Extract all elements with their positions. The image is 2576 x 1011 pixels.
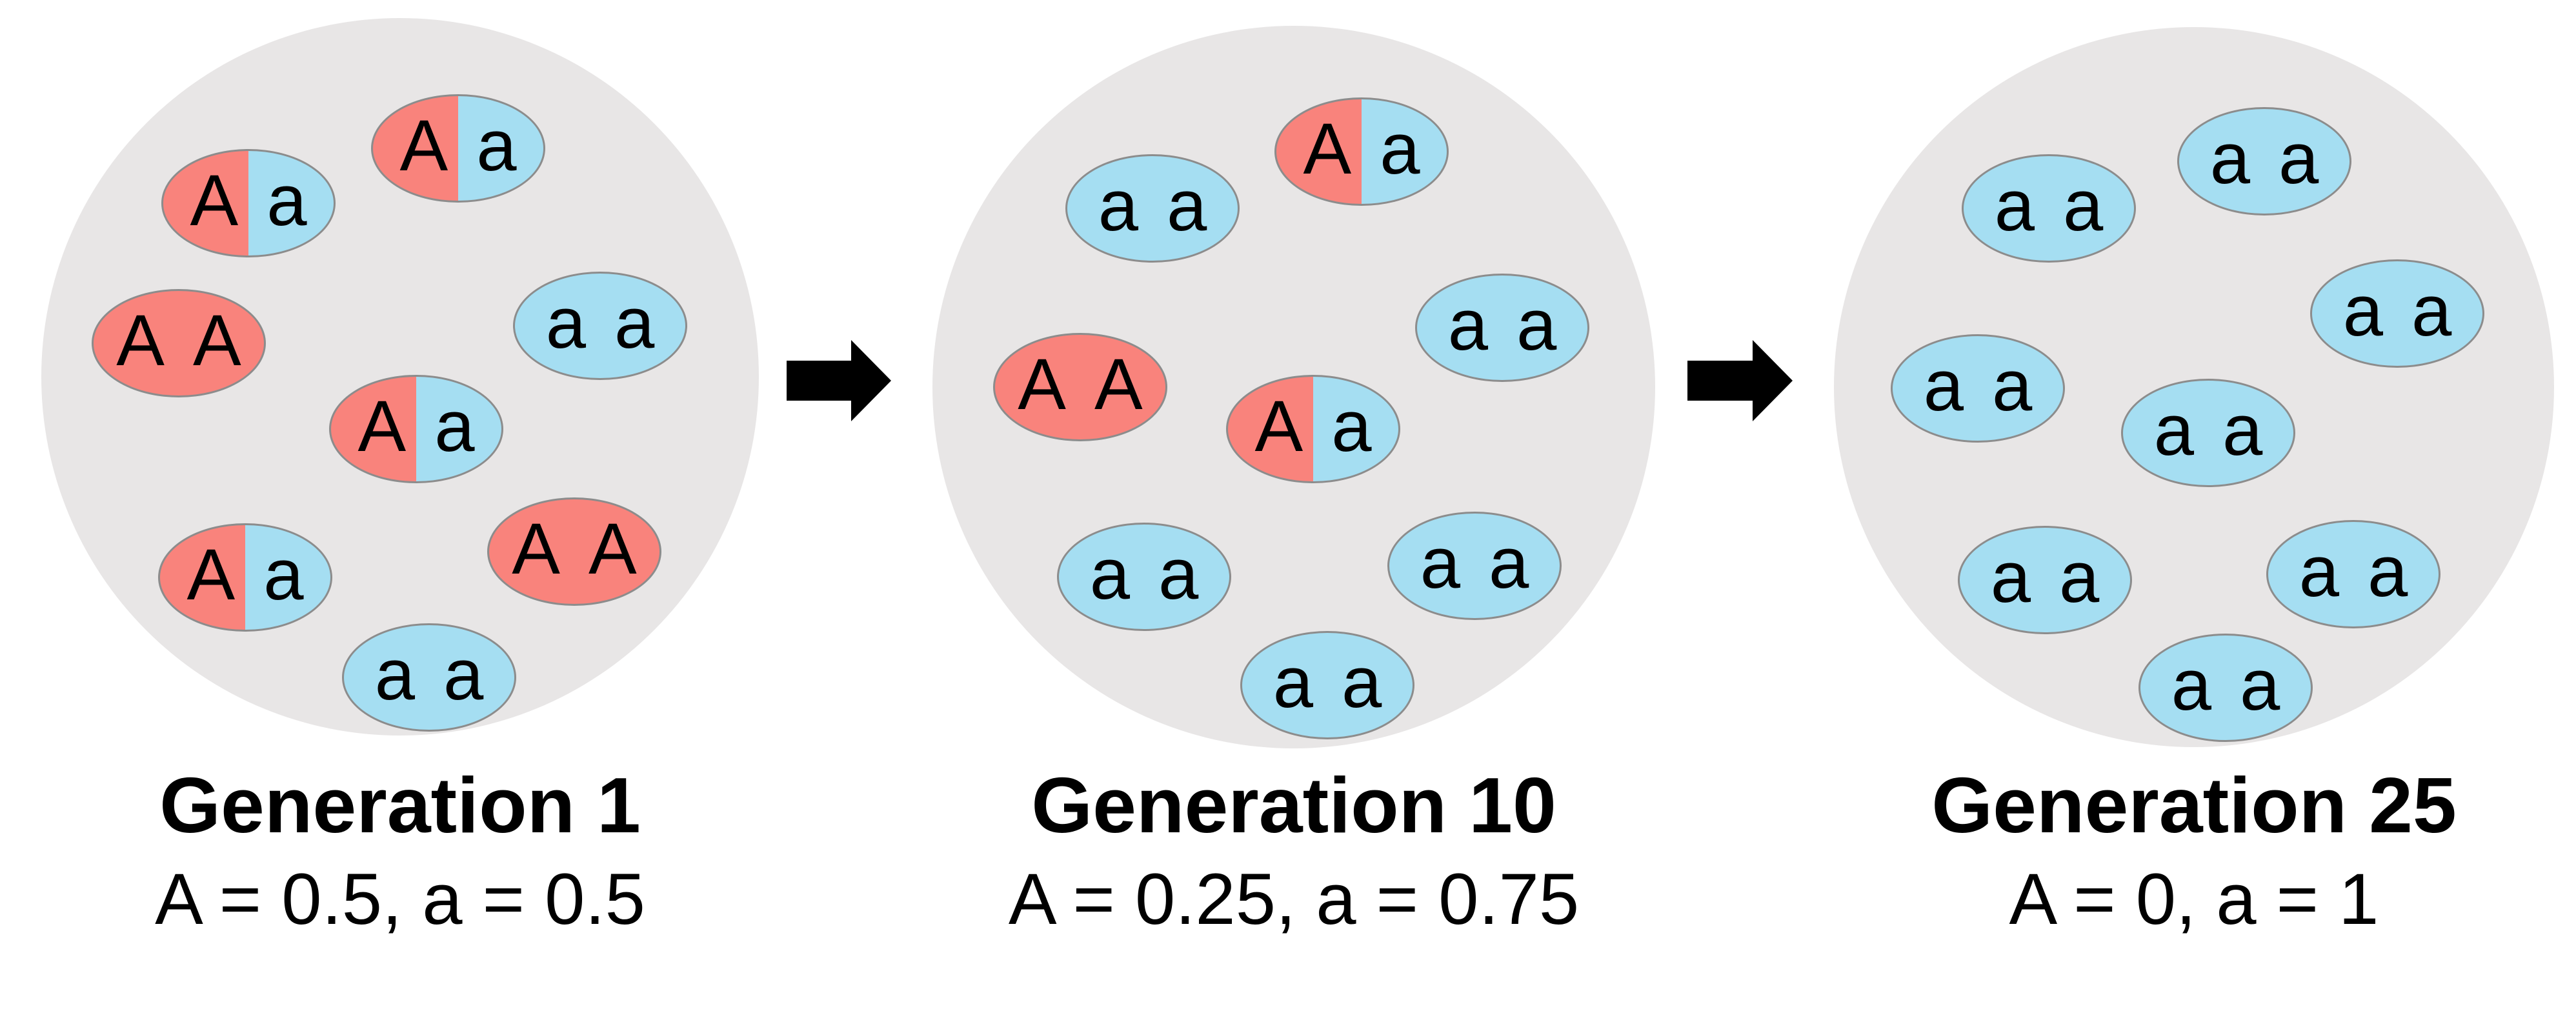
allele-label: a [2171,645,2211,725]
allele-label: a [2209,118,2250,199]
allele-frequency-label: A = 0, a = 1 [2009,859,2379,940]
allele-label: a [2059,537,2100,617]
allele-label: a [1420,523,1460,603]
allele-label: a [1447,285,1488,365]
right-arrow-icon [787,340,891,421]
allele-label: a [1089,534,1130,614]
allele-label: a [2240,645,2280,725]
allele-label: a [1923,345,1964,426]
allele-label: A [1094,344,1143,425]
allele-label: a [614,283,655,363]
allele-label: a [443,634,484,715]
generation-label: Generation 1 [159,761,641,849]
allele-label: a [1994,165,2035,246]
generation-label: Generation 25 [1931,761,2457,849]
allele-label: a [2342,270,2383,351]
allele-label: a [2063,165,2104,246]
allele-label: a [2279,118,2319,199]
allele-label: A [186,534,236,615]
allele-label: a [2368,531,2408,612]
allele-label: a [1331,386,1372,466]
allele-label: A [116,300,165,381]
allele-frequency-label: A = 0.5, a = 0.5 [155,859,645,940]
allele-label: a [1380,108,1420,189]
allele-label: a [374,634,415,715]
allele-label: a [1167,165,1207,246]
allele-label: A [1254,386,1303,466]
allele-label: A [1018,344,1066,425]
allele-label: a [1489,523,1529,603]
allele-label: a [1158,534,1199,614]
allele-label: a [2153,390,2194,470]
allele-label: a [1342,642,1382,723]
allele-label: A [357,386,407,466]
allele-label: a [476,105,517,186]
allele-label: a [263,534,304,615]
allele-label: A [399,105,448,186]
allele-label: A [190,160,239,241]
allele-label: A [512,508,560,589]
generation-label: Generation 10 [1031,761,1556,849]
caption-gen10: Generation 10 A = 0.25, a = 0.75 [842,760,1746,941]
allele-label: a [1990,537,2031,617]
allele-label: A [589,508,637,589]
allele-label: a [434,386,475,466]
allele-label: a [2299,531,2339,612]
right-arrow-icon [1687,340,1793,421]
allele-frequency-label: A = 0.25, a = 0.75 [1008,859,1580,940]
allele-label: a [1273,642,1313,723]
allele-label: A [193,300,241,381]
allele-label: a [1992,345,2033,426]
allele-label: a [2222,390,2263,470]
caption-gen1: Generation 1 A = 0.5, a = 0.5 [0,760,852,941]
caption-gen25: Generation 25 A = 0, a = 1 [1742,760,2576,941]
allele-label: a [1098,165,1138,246]
allele-label: a [2411,270,2452,351]
allele-label: a [545,283,586,363]
allele-label: a [1516,285,1557,365]
allele-label: A [1303,108,1352,189]
allele-label: a [267,160,307,241]
